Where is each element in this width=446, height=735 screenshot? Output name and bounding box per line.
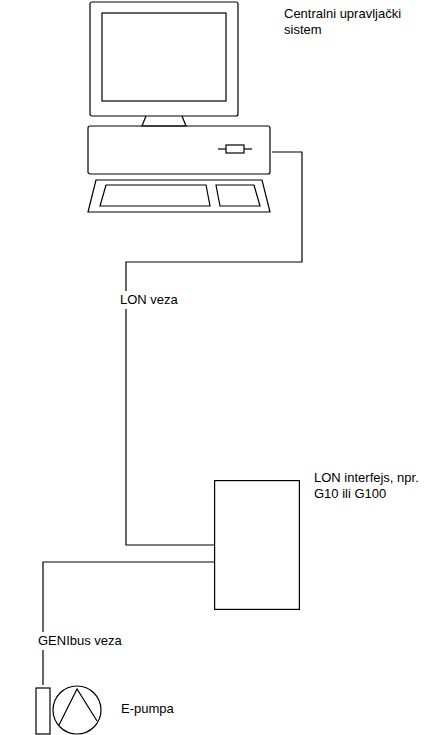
pump-symbol: E-pumpa bbox=[35, 685, 115, 735]
connection-label: LON veza bbox=[118, 291, 180, 309]
node-label: E-pumpa bbox=[121, 701, 201, 717]
node-label: LON interfejs, npr. G10 ili G100 bbox=[314, 470, 439, 503]
connection-label: GENIbus veza bbox=[36, 632, 124, 650]
bus-wire bbox=[43, 562, 214, 685]
node-label: Centralni upravljački sistem bbox=[284, 6, 436, 39]
interface-box-outline bbox=[214, 480, 300, 610]
interface-box: LON interfejs, npr. G10 ili G100 bbox=[214, 480, 300, 610]
computer-illustration: Centralni upravljački sistem bbox=[86, 0, 272, 215]
computer-illustration-outline bbox=[86, 0, 272, 215]
pump-symbol-outline bbox=[35, 685, 115, 735]
